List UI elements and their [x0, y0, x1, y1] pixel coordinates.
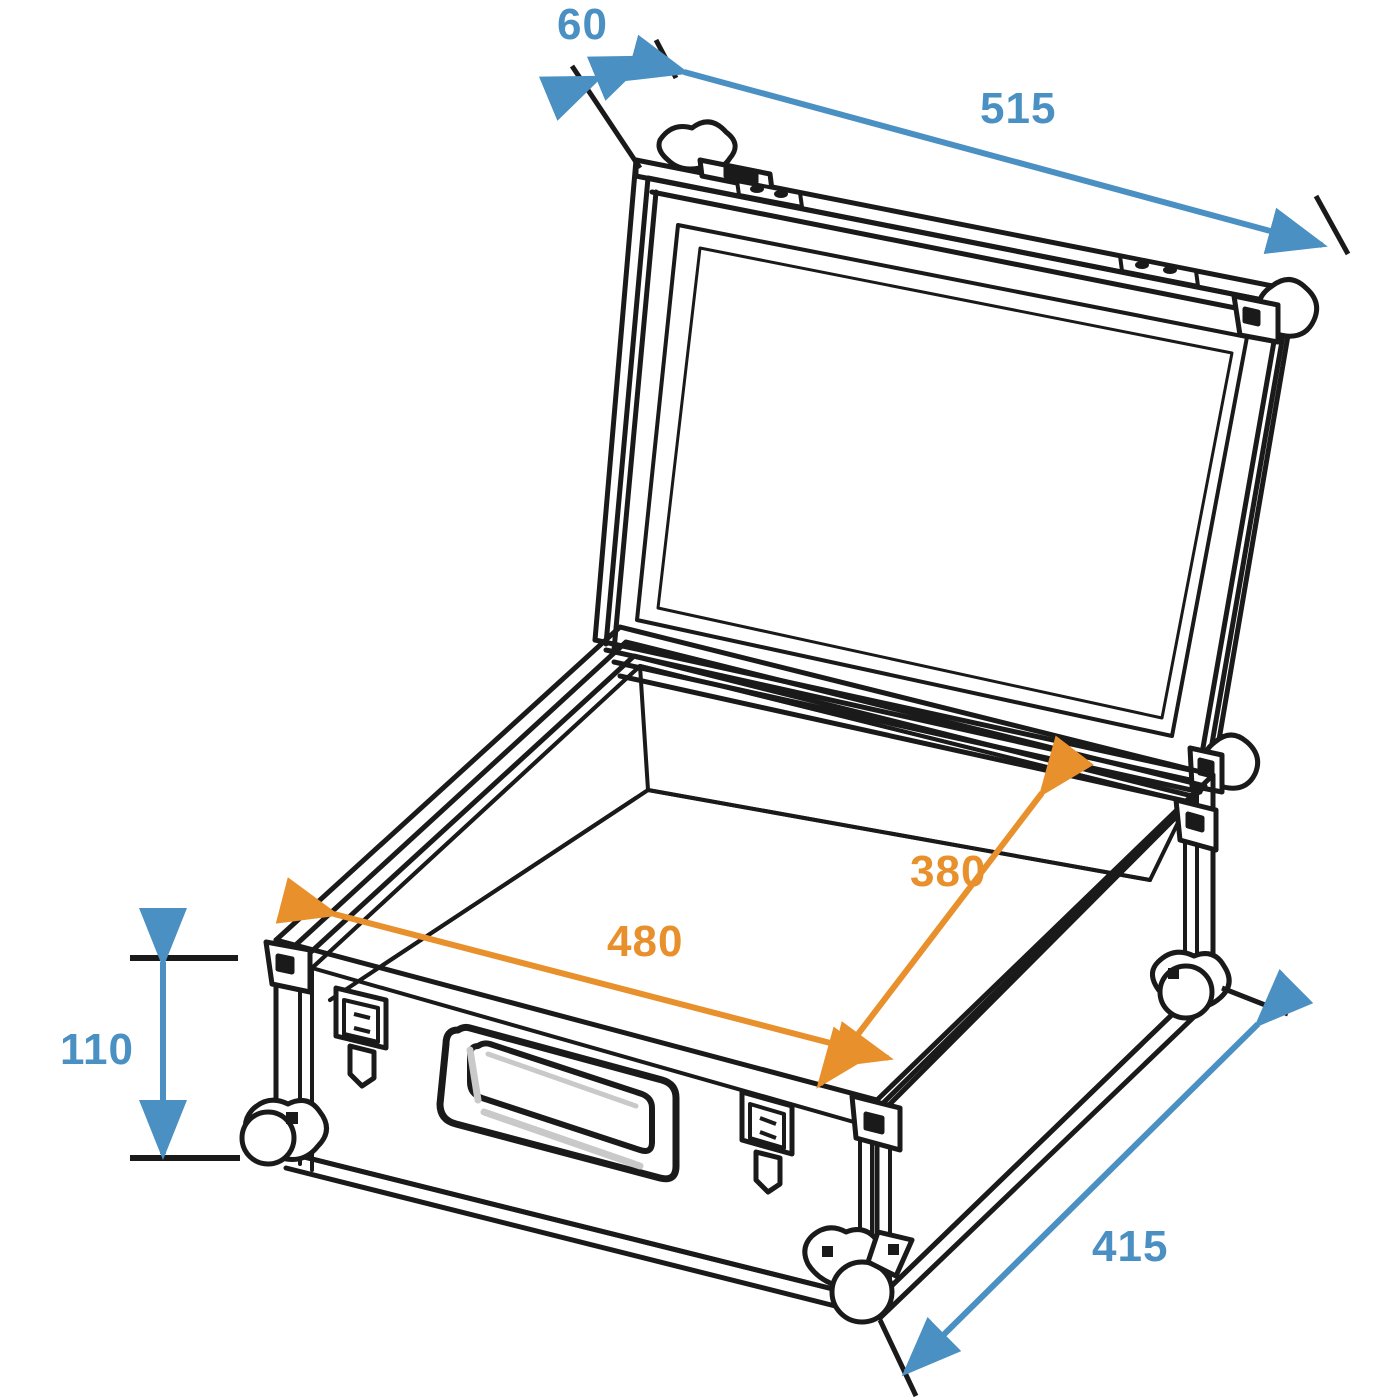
corner-bracket-base-tl-hole — [275, 953, 295, 975]
corner-rivet-fb2 — [888, 1244, 899, 1255]
dimension-exterior-height-110 — [130, 908, 240, 1161]
lid-right-edge — [1210, 303, 1296, 778]
lid-latch-keeper-right — [1118, 254, 1200, 288]
dimension-label-exterior-height: 110 — [60, 1025, 134, 1074]
ball-corner-sphere-rb — [1157, 963, 1215, 1021]
lid-right-edge-2 — [1203, 315, 1289, 781]
corner-bracket-lid-tr-2 — [1242, 306, 1261, 327]
corner-rivet-fb — [822, 1246, 833, 1257]
dimension-label-exterior-depth: 415 — [1092, 1222, 1169, 1271]
ext-line-415-b — [877, 1318, 919, 1398]
case-base — [273, 624, 1225, 1321]
corner-bracket-base-rt-hole — [1185, 811, 1205, 833]
corner-bracket-base-ft-hole — [863, 1111, 885, 1135]
dimension-label-interior-width: 480 — [607, 917, 684, 966]
lid-corner-top-left-group — [656, 119, 775, 193]
carry-handle — [436, 1023, 680, 1183]
dimension-label-exterior-width: 515 — [980, 84, 1057, 133]
base-top-rim-band-2 — [297, 653, 1199, 1125]
dim-arrow-415 — [901, 968, 1314, 1377]
dim-arrow-60 — [538, 55, 652, 121]
lid-corner-bottom-right-group — [1187, 732, 1261, 795]
lid-left-edge-3 — [611, 189, 659, 653]
dimension-interior-width-480 — [275, 877, 894, 1068]
butterfly-latch-right — [739, 1089, 795, 1195]
ball-corner-sphere-bl — [239, 1109, 297, 1167]
lid-inner-panel — [635, 223, 1249, 738]
lid-left-edge-2 — [603, 175, 651, 647]
dimension-label-lid-depth: 60 — [557, 0, 608, 49]
dim-arrow-380 — [816, 735, 1094, 1089]
butterfly-latch-left — [333, 985, 389, 1089]
handle-shadow-2 — [480, 1108, 644, 1170]
lid-right-edge-3 — [1194, 327, 1279, 785]
ext-line-60-a — [569, 64, 643, 170]
dimension-exterior-depth-415 — [877, 968, 1314, 1398]
ball-corner-sphere-fb — [829, 1259, 895, 1325]
dimension-interior-depth-380 — [816, 735, 1094, 1089]
dimension-label-interior-depth: 380 — [910, 847, 987, 896]
dimension-exterior-width-515 — [625, 34, 1351, 256]
dim-arrow-480 — [275, 877, 894, 1068]
base-right-bottom-edge-2 — [877, 987, 1225, 1321]
ext-line-60-b — [653, 38, 679, 80]
lid-inner-panel-bevel — [656, 246, 1234, 720]
corner-rivet-bl — [286, 1112, 298, 1124]
base-front-bottom-edge-2 — [283, 1165, 878, 1319]
lid-corner-top-right-group — [1231, 277, 1320, 345]
ext-line-415-a — [1221, 985, 1289, 1017]
lid-bottom-rim — [592, 637, 1216, 778]
corner-rivet-rb — [1168, 968, 1179, 979]
dim-arrow-515 — [625, 34, 1328, 255]
base-front-bottom-edge — [273, 1147, 880, 1303]
